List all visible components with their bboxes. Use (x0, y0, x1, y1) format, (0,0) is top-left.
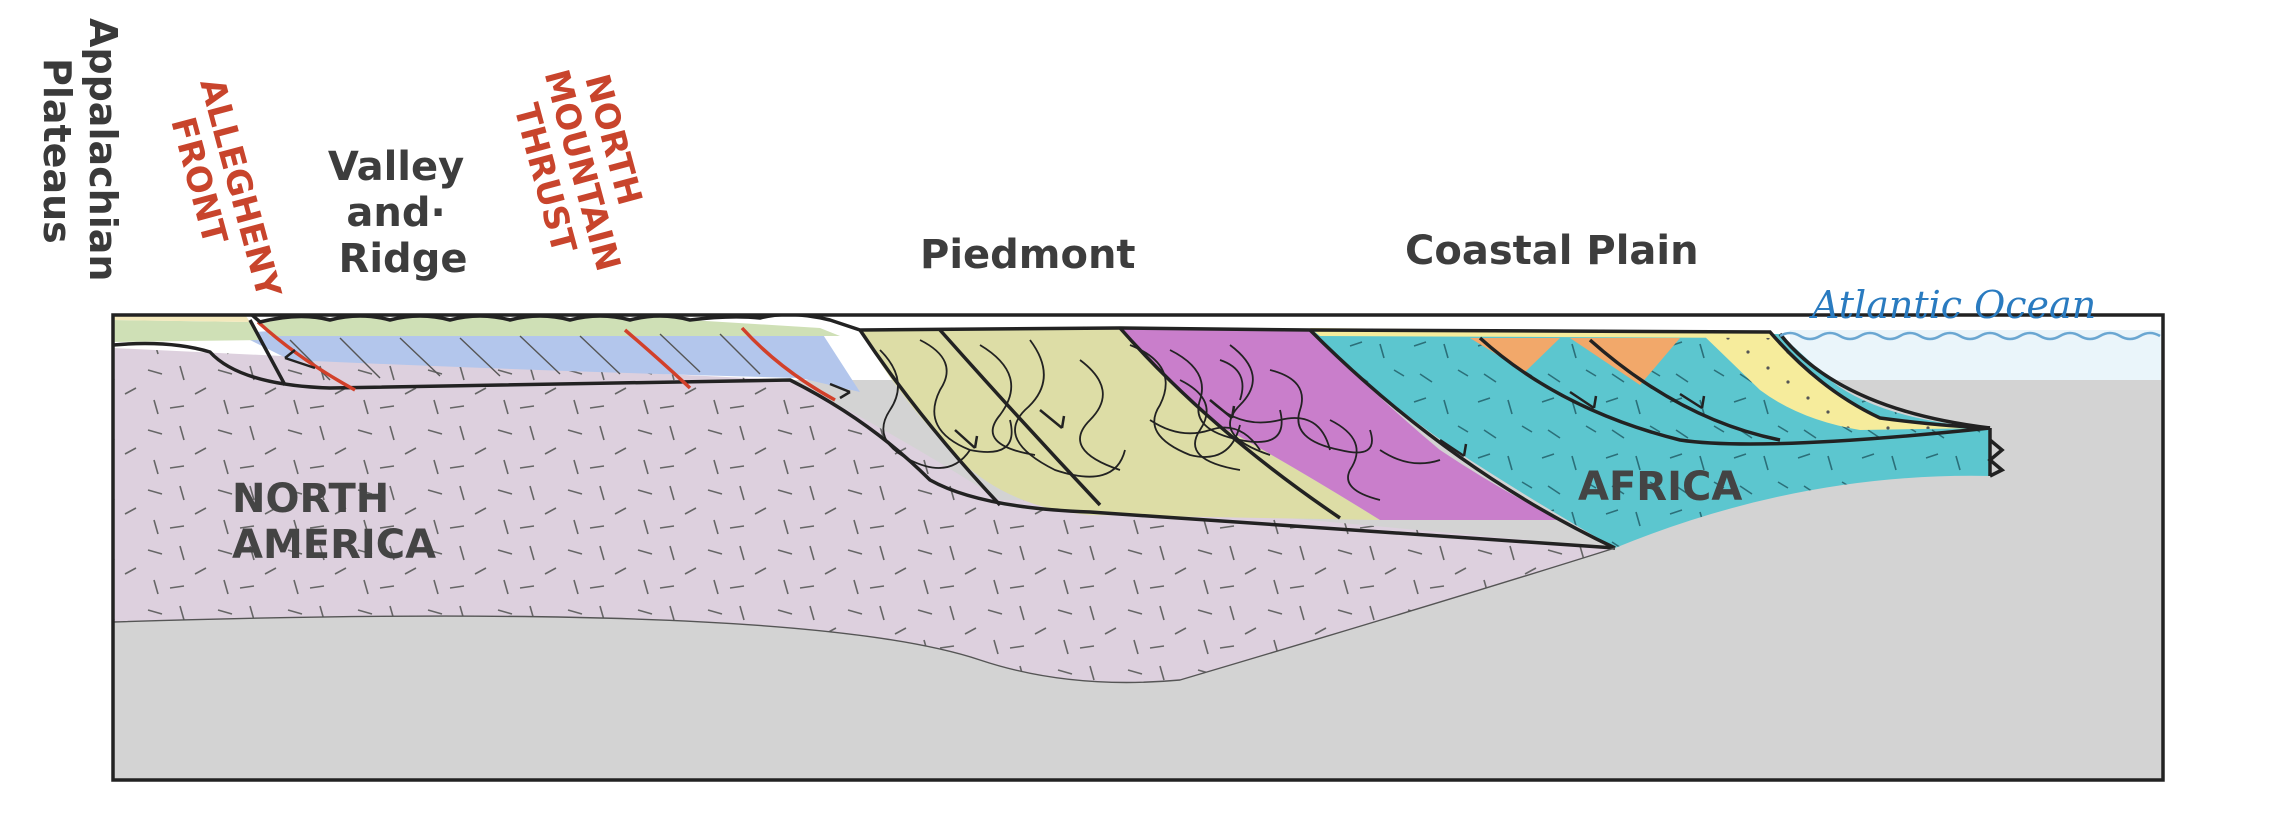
north-america-texture (113, 348, 1615, 683)
sediment-green-layer (113, 320, 260, 342)
africa-basement (1610, 475, 2163, 780)
valley-and-ridge-label: Valley and· Ridge (328, 144, 478, 282)
orange-wedge-2 (1570, 338, 1680, 385)
atlantic-ocean-label: Atlantic Ocean (1809, 283, 2096, 327)
north-mountain-thrust-label: NORTHMOUNTAINTHRUST (499, 55, 665, 285)
valley-ridge-dips (289, 333, 761, 381)
red-faults (256, 320, 836, 402)
cross-section-body (113, 315, 2163, 780)
fault-arrows (284, 349, 1706, 458)
piedmont-fold-lines (879, 339, 1261, 478)
ocean-surface (1779, 331, 2161, 341)
sediment-blue-layer (113, 330, 860, 392)
magenta-fold-lines (1169, 344, 1441, 501)
piedmont-khaki (860, 328, 1380, 520)
svg-text:ALLEGHENYFRONT: ALLEGHENYFRONT (155, 74, 289, 312)
svg-text:AppalachianPlateaus: AppalachianPlateaus (35, 18, 125, 281)
allegheny-front-label: ALLEGHENYFRONT (155, 74, 289, 312)
sediment-cream-layer (113, 315, 250, 322)
structural-contacts (113, 319, 2006, 550)
coastal-plain-dots (1700, 332, 1990, 430)
basement-boundary (113, 547, 1616, 684)
piedmont-label: Piedmont (920, 232, 1136, 278)
orange-wedge-1 (1470, 338, 1560, 372)
north-america-label: NORTH AMERICA (232, 476, 436, 568)
piedmont-magenta (1120, 328, 1560, 520)
svg-text:NORTHMOUNTAINTHRUST: NORTHMOUNTAINTHRUST (499, 55, 665, 285)
appalachian-plateaus-label: AppalachianPlateaus (35, 18, 125, 281)
section-frame (111, 313, 2165, 782)
africa-label: AFRICA (1578, 464, 1742, 510)
coastal-plain-label: Coastal Plain (1405, 228, 1699, 274)
